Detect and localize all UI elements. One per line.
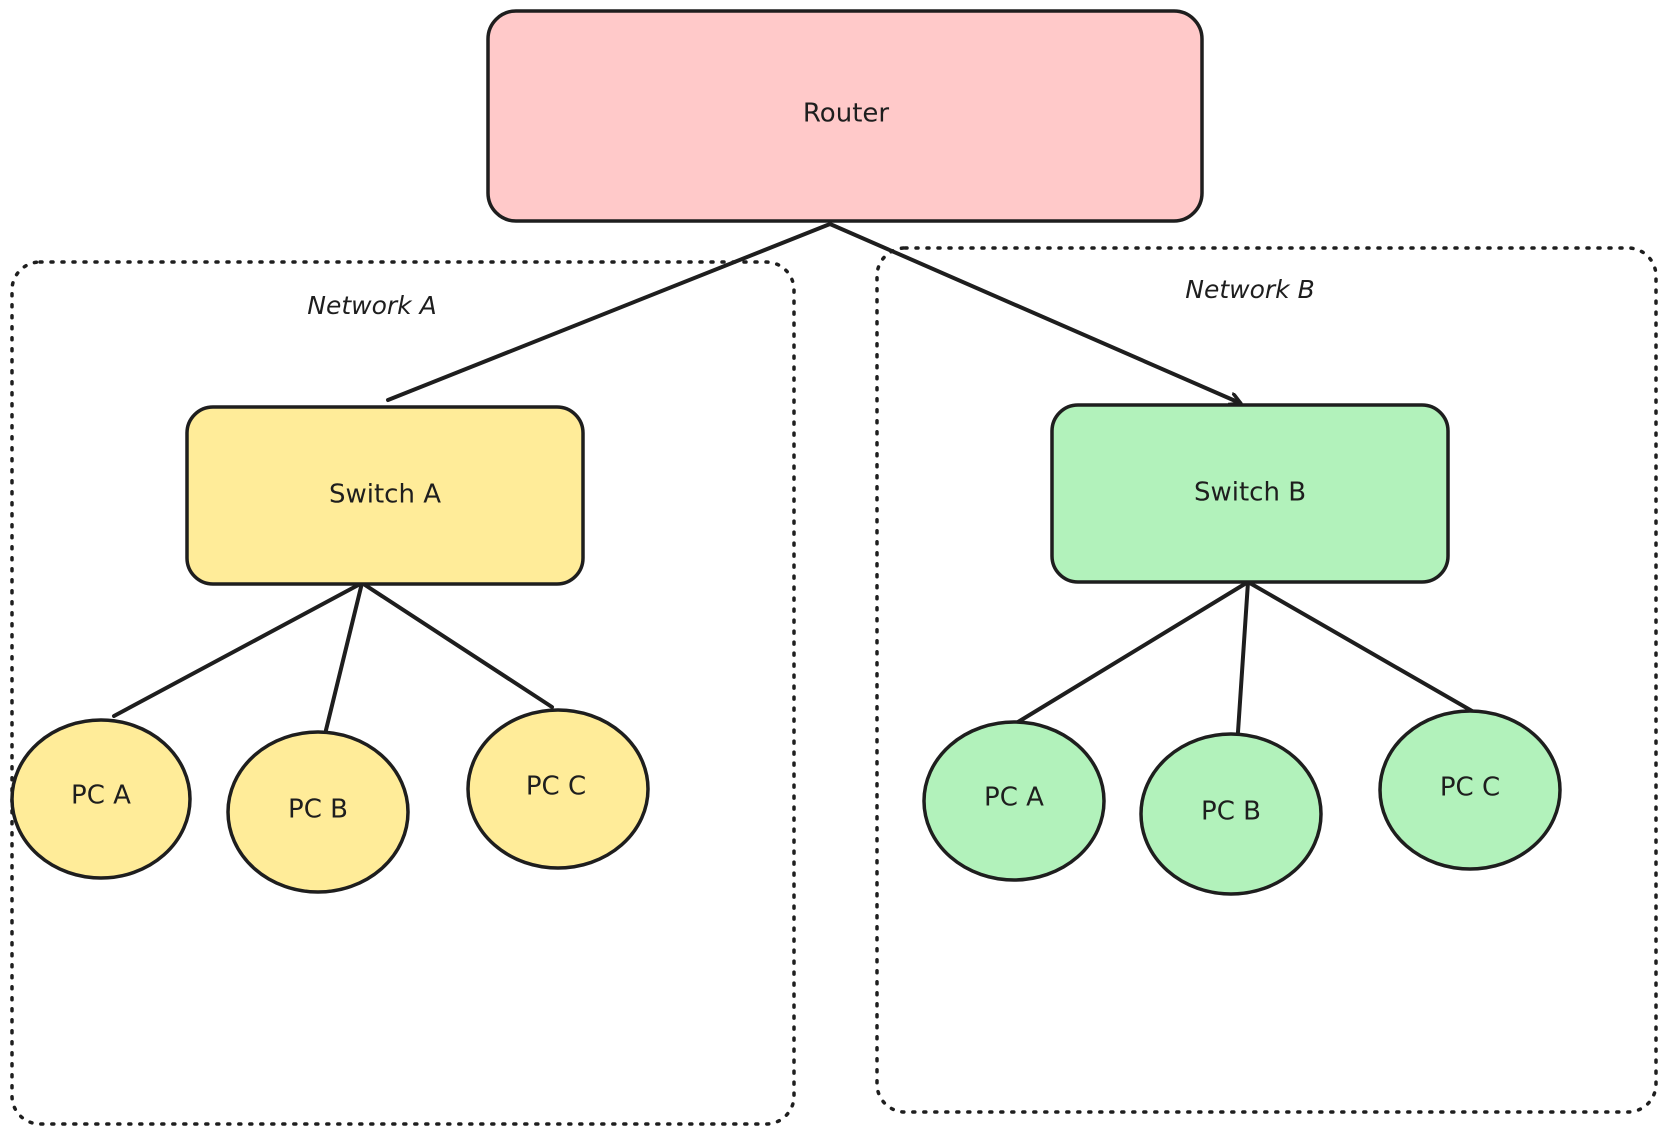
network-a-pc-c-node[interactable]: PC C bbox=[466, 708, 650, 870]
network-b-title: Network B bbox=[1185, 275, 1314, 304]
router-box bbox=[486, 9, 1204, 223]
router-node[interactable]: Router bbox=[486, 9, 1204, 223]
network-b-frame[interactable] bbox=[875, 246, 1658, 1114]
switch-a-node[interactable]: Switch A bbox=[185, 405, 585, 586]
network-a-pc-a-label: PC A bbox=[71, 781, 131, 811]
network-a-pc-a-circle bbox=[10, 718, 192, 880]
network-a-frame[interactable] bbox=[10, 260, 796, 1126]
network-b-pc-b-label: PC B bbox=[1201, 797, 1261, 827]
network-a-pc-b-circle bbox=[226, 730, 410, 894]
switch-a-box bbox=[185, 405, 585, 586]
edge-router-switch-a[interactable] bbox=[386, 222, 832, 402]
switch-b-node[interactable]: Switch B bbox=[1050, 403, 1450, 584]
network-b-pc-b-circle bbox=[1139, 732, 1323, 896]
network-b-pc-b-node[interactable]: PC B bbox=[1139, 732, 1323, 896]
switch-a-label: Switch A bbox=[329, 480, 441, 510]
switch-b-label: Switch B bbox=[1194, 478, 1306, 508]
network-b-pc-a-label: PC A bbox=[984, 783, 1044, 813]
network-b-pc-a-circle bbox=[922, 720, 1106, 882]
network-a-pc-b-label: PC B bbox=[288, 795, 348, 825]
network-a-pc-a-node[interactable]: PC A bbox=[10, 718, 192, 880]
network-b-pc-c-label: PC C bbox=[1440, 773, 1500, 803]
network-a-pc-b-node[interactable]: PC B bbox=[226, 730, 410, 894]
network-a-pc-c-label: PC C bbox=[526, 772, 586, 802]
edge-switch-b-pc-a[interactable] bbox=[1016, 580, 1250, 724]
edge-router-switch-b[interactable] bbox=[828, 222, 1240, 403]
edge-switch-a-pc-a[interactable] bbox=[112, 581, 364, 718]
network-a-title: Network A bbox=[307, 291, 436, 320]
edge-switch-a-pc-b[interactable] bbox=[324, 581, 364, 732]
router-label: Router bbox=[803, 99, 889, 129]
edge-switch-b-pc-b[interactable] bbox=[1236, 580, 1250, 734]
network-b-pc-c-node[interactable]: PC C bbox=[1378, 709, 1562, 871]
network-b-pc-c-circle bbox=[1378, 709, 1562, 871]
switch-b-box bbox=[1050, 403, 1450, 584]
edge-switch-b-pc-c[interactable] bbox=[1246, 580, 1474, 713]
network-a-pc-c-circle bbox=[466, 708, 650, 870]
edge-switch-a-pc-c[interactable] bbox=[360, 581, 554, 709]
network-b-pc-a-node[interactable]: PC A bbox=[922, 720, 1106, 882]
